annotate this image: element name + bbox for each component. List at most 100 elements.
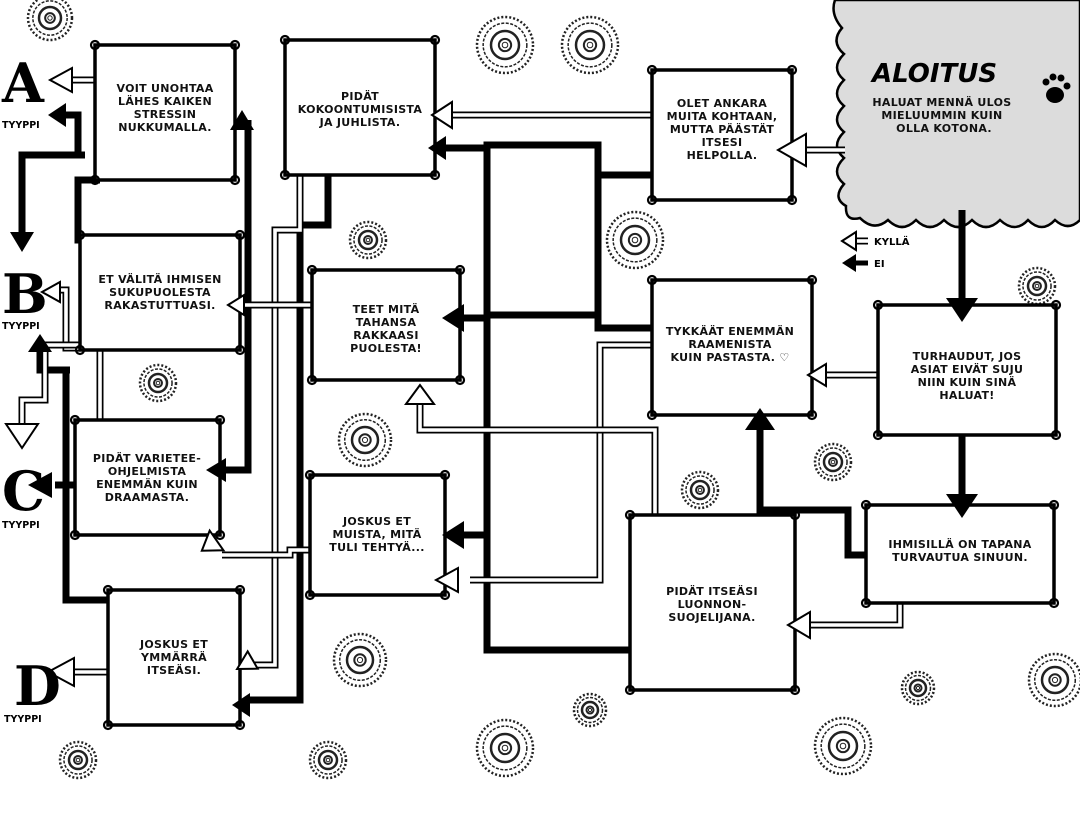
box-corner-curl	[806, 274, 818, 286]
box-corner-curl	[89, 174, 101, 186]
ornament-icon	[680, 470, 720, 510]
arrowheads	[4, 66, 978, 717]
result-label-a: TYYPPI	[2, 120, 40, 131]
box-corner-curl	[306, 264, 318, 276]
result-types: A TYYPPI B TYYPPI C TYYPPI D TYYPPI	[1, 51, 61, 725]
box-corner-curl	[429, 169, 441, 181]
box-corner-curl	[234, 584, 246, 596]
box-corner-curl	[1048, 597, 1060, 609]
ornament-icon	[337, 412, 393, 468]
box-corner-curl	[860, 499, 872, 511]
box-corner-curl	[69, 414, 81, 426]
ornament-icon	[813, 442, 853, 482]
box-corner-curl	[304, 469, 316, 481]
decorative-ornaments	[26, 0, 1080, 780]
box-corner-curl	[304, 589, 316, 601]
box-corner-curl	[279, 169, 291, 181]
result-label-d: TYYPPI	[4, 714, 42, 725]
result-label-b: TYYPPI	[2, 321, 40, 332]
question-box-frame	[283, 38, 437, 177]
box-corner-curl	[789, 509, 801, 521]
ornament-icon	[1017, 266, 1057, 306]
legend-no: EI	[842, 254, 885, 272]
result-letter-a: A	[1, 51, 45, 115]
box-corner-curl	[74, 344, 86, 356]
connectors	[18, 76, 966, 704]
legend-yes: KYLLÄ	[840, 230, 910, 252]
question-box-frame	[650, 68, 794, 202]
box-corner-curl	[102, 584, 114, 596]
box-corner-curl	[1050, 429, 1062, 441]
paw-icon	[1042, 73, 1071, 103]
box-corner-curl	[624, 684, 636, 696]
result-letter-b: B	[2, 262, 48, 326]
box-corner-curl	[806, 409, 818, 421]
ornament-icon	[308, 740, 348, 780]
ornament-icon	[138, 363, 178, 403]
box-corner-curl	[229, 39, 241, 51]
box-corner-curl	[1050, 299, 1062, 311]
box-corner-curl	[646, 194, 658, 206]
box-corner-curl	[234, 719, 246, 731]
box-corner-curl	[454, 374, 466, 386]
box-corner-curl	[429, 34, 441, 46]
box-corner-curl	[439, 469, 451, 481]
ornament-icon	[26, 0, 74, 42]
box-corner-curl	[214, 529, 226, 541]
box-corner-curl	[646, 274, 658, 286]
box-corner-curl	[646, 409, 658, 421]
question-box-frame	[78, 233, 242, 352]
box-corner-curl	[646, 64, 658, 76]
ornament-icon	[900, 670, 936, 706]
box-corner-curl	[872, 299, 884, 311]
question-box-frame	[650, 278, 814, 417]
start-question: HALUAT MENNÄ ULOS MIELUUMMIN KUIN OLLA K…	[872, 95, 1015, 135]
legend-no-label: EI	[874, 259, 885, 270]
box-corner-curl	[234, 229, 246, 241]
box-corner-curl	[1048, 499, 1060, 511]
box-corner-curl	[69, 529, 81, 541]
ornament-icon	[475, 15, 535, 75]
ornament-icon	[1027, 652, 1080, 708]
box-corner-curl	[306, 374, 318, 386]
start-cloud: ALOITUS HALUAT MENNÄ ULOS MIELUUMMIN KUI…	[832, 0, 1080, 229]
legend-yes-label: KYLLÄ	[874, 234, 910, 248]
box-corner-curl	[229, 174, 241, 186]
box-corner-curl	[439, 589, 451, 601]
question-box-frame	[106, 588, 242, 727]
box-corner-curl	[860, 597, 872, 609]
ornament-icon	[560, 15, 620, 75]
box-corner-curl	[789, 684, 801, 696]
result-label-c: TYYPPI	[2, 520, 40, 531]
box-corner-curl	[454, 264, 466, 276]
ornament-icon	[813, 716, 873, 776]
ornament-icon	[58, 740, 98, 780]
ornament-icon	[572, 692, 608, 728]
box-corner-curl	[89, 39, 101, 51]
box-corner-curl	[786, 64, 798, 76]
question-box-frame	[308, 473, 447, 597]
box-corner-curl	[234, 344, 246, 356]
box-corner-curl	[624, 509, 636, 521]
result-d: D TYYPPI	[4, 654, 61, 725]
